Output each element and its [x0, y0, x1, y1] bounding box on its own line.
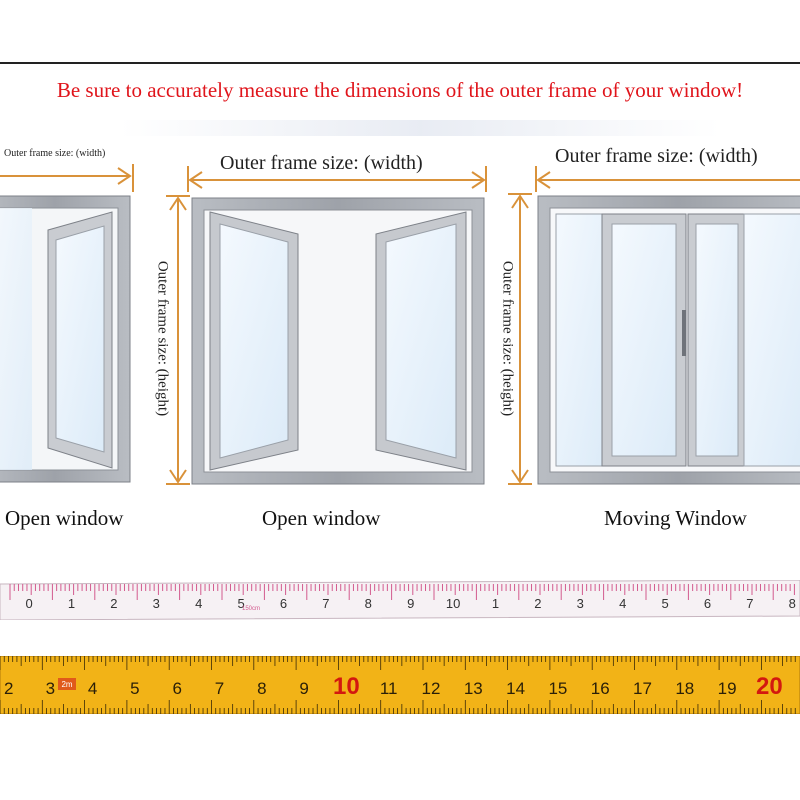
pink-tape-number: 6 — [704, 596, 711, 611]
pink-tape-number: 5 — [661, 596, 668, 611]
yellow-tape-measure: 2 3 4 5 6 7 8 9 10 11 12 13 14 15 16 17 18 19 20 2m — [0, 656, 800, 714]
yellow-tape-number: 9 — [299, 679, 308, 698]
caption-moving-window: Moving Window — [604, 506, 747, 530]
window-1 — [0, 195, 131, 483]
width-arrow-1 — [0, 164, 134, 192]
height-label-3: Outer frame size: (height) — [499, 260, 516, 417]
yellow-tape-badge-box — [58, 678, 76, 690]
width-arrow-2 — [187, 166, 487, 192]
pink-tape-measure: 0 1 2 3 4 5 6 7 8 9 10 1 2 3 4 5 6 7 8 150cm — [0, 580, 800, 620]
yellow-tape-number: 10 — [333, 673, 360, 700]
yellow-tape-number: 11 — [380, 679, 398, 698]
height-arrow-3 — [508, 193, 532, 485]
yellow-tape-number: 8 — [257, 679, 266, 698]
yellow-tape-number: 6 — [172, 679, 181, 698]
yellow-tape-number: 12 — [422, 679, 441, 698]
yellow-tape-number: 2 — [4, 679, 13, 698]
window-2 — [191, 197, 485, 485]
yellow-tape-number: 13 — [464, 679, 483, 698]
pink-tape-number: 8 — [365, 596, 372, 611]
yellow-tape-badge: 2m — [61, 680, 72, 689]
window-3 — [537, 195, 800, 485]
yellow-tape-number: 15 — [548, 679, 567, 698]
top-rule — [0, 62, 800, 64]
pink-tape-number: 8 — [789, 596, 796, 611]
pink-tape-number: 7 — [322, 596, 329, 611]
yellow-tape-number: 17 — [633, 679, 652, 698]
yellow-tape-number: 7 — [215, 679, 224, 698]
yellow-tape-number: 16 — [591, 679, 610, 698]
pink-tape-number: 6 — [280, 596, 287, 611]
width-label-1: Outer frame size: (width) — [4, 148, 106, 159]
pink-tape-badge: 150cm — [242, 606, 260, 612]
yellow-tape-body — [0, 656, 800, 714]
pink-tape-number: 1 — [492, 596, 499, 611]
pink-tape-number: 0 — [25, 596, 32, 611]
measure-warning: Be sure to accurately measure the dimens… — [56, 78, 744, 102]
pink-tape-number: 2 — [534, 596, 541, 611]
pink-tape-body — [0, 580, 800, 620]
yellow-tape-number: 19 — [718, 679, 737, 698]
faint-background-band — [120, 120, 720, 136]
pink-tape-number: 5 — [237, 596, 244, 611]
pink-tape-number: 2 — [110, 596, 117, 611]
width-arrow-3 — [535, 166, 800, 192]
yellow-tape-number: 20 — [756, 673, 783, 700]
caption-open-window-2: Open window — [262, 506, 381, 530]
yellow-tape-number: 14 — [506, 679, 525, 698]
pink-tape-number: 3 — [153, 596, 160, 611]
height-label-2: Outer frame size: (height) — [154, 260, 171, 417]
yellow-tape-number: 18 — [675, 679, 694, 698]
pink-tape-number: 9 — [407, 596, 414, 611]
pink-tape-number: 1 — [68, 596, 75, 611]
pink-tape-number: 7 — [746, 596, 753, 611]
width-label-3: Outer frame size: (width) — [555, 145, 758, 167]
pink-tape-number: 3 — [577, 596, 584, 611]
pink-tape-number: 10 — [446, 596, 460, 611]
yellow-tape-number: 5 — [130, 679, 139, 698]
width-label-2: Outer frame size: (width) — [220, 152, 423, 174]
yellow-tape-number: 4 — [88, 679, 97, 698]
yellow-tape-number: 3 — [46, 679, 55, 698]
pink-tape-number: 4 — [619, 596, 626, 611]
height-arrow-2 — [166, 195, 190, 485]
caption-open-window-1: Open window — [5, 506, 124, 530]
pink-tape-number: 4 — [195, 596, 202, 611]
